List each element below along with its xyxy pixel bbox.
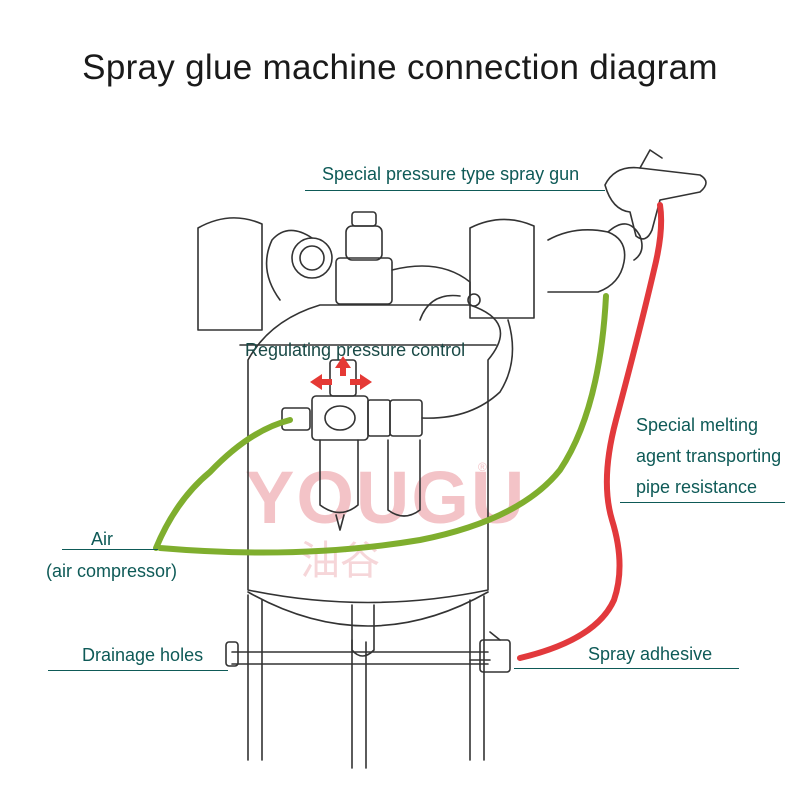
regulator-gauge xyxy=(324,405,356,431)
filter-head xyxy=(389,399,423,437)
lid-pipe xyxy=(391,265,471,297)
label-melting-2: agent transporting xyxy=(636,446,782,466)
leader-spray-gun xyxy=(305,190,605,191)
drain-pipe xyxy=(351,604,375,657)
lid-valve-top xyxy=(345,225,383,261)
regulator-body xyxy=(311,395,369,441)
leader-melting xyxy=(620,502,785,503)
label-air: Air xyxy=(91,529,113,549)
label-spray-gun: Special pressure type spray gun xyxy=(322,164,580,184)
regulator-outlet-hose xyxy=(421,319,514,419)
outlet-valve xyxy=(479,639,511,673)
label-regulating: Regulating pressure control xyxy=(245,340,466,360)
leader-spray-adhesive xyxy=(514,668,739,669)
pressure-arrows xyxy=(310,356,372,390)
tank-body xyxy=(247,304,502,604)
label-spray-adhesive: Spray adhesive xyxy=(588,644,713,664)
drainage-hole-fitting xyxy=(225,641,239,667)
label-melting-3: pipe resistance xyxy=(636,477,758,497)
leader-air xyxy=(62,549,158,550)
label-air-compressor: (air compressor) xyxy=(46,561,178,581)
lid-hose-loop xyxy=(419,294,461,321)
left-side-tank xyxy=(197,217,263,331)
label-drainage: Drainage holes xyxy=(82,645,204,665)
air-hose xyxy=(153,293,609,556)
spray-gun xyxy=(604,166,707,240)
pressure-gauge xyxy=(291,237,333,279)
gauge-hose xyxy=(265,229,313,301)
leader-drainage xyxy=(48,670,228,671)
arrow-left-icon xyxy=(310,374,332,390)
filter-bowl-left xyxy=(319,439,359,514)
tank-leg-right xyxy=(469,595,485,761)
regulator-inlet xyxy=(281,407,311,431)
tank-bottom xyxy=(247,591,489,627)
tank-leg-mid xyxy=(351,639,367,769)
right-side-tank xyxy=(469,218,535,319)
tank-leg-left xyxy=(247,594,263,761)
operator-hand xyxy=(547,229,626,293)
arrow-up-icon xyxy=(335,356,351,376)
arrow-right-icon xyxy=(350,374,372,390)
glue-hose xyxy=(517,202,665,661)
label-melting-1: Special melting xyxy=(636,415,759,435)
filter-bowl-right xyxy=(387,439,421,517)
lid-valve-body xyxy=(335,257,393,305)
watermark-registered-mark: ® xyxy=(478,460,487,474)
diagram-title: Spray glue machine connection diagram xyxy=(82,48,718,87)
